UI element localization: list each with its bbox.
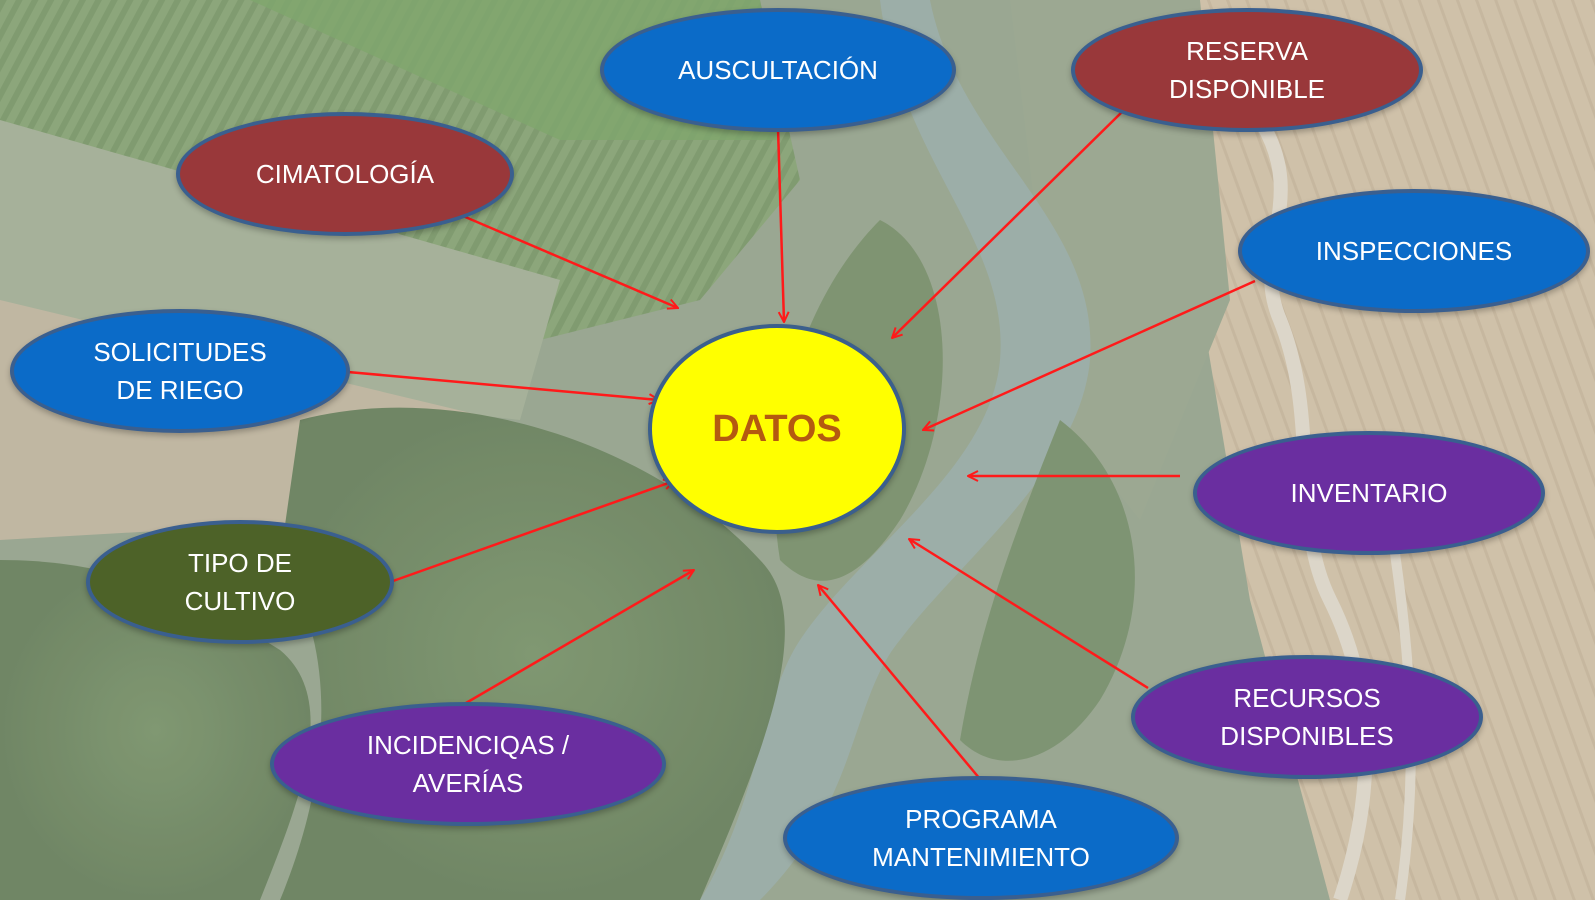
center-label: DATOS: [712, 408, 842, 450]
node-label: CIMATOLOGÍA: [255, 159, 435, 189]
node-label: RESERVA DISPONIBLE: [1168, 36, 1326, 104]
node-incidencias-averias: INCIDENCIQAS / AVERÍAS: [270, 702, 666, 826]
node-cimatologia: CIMATOLOGÍA: [176, 112, 514, 236]
node-label: INCIDENCIQAS / AVERÍAS: [366, 730, 570, 798]
node-programa-mantenimiento: PROGRAMA MANTENIMIENTO: [783, 776, 1179, 900]
node-reserva-disponible: RESERVA DISPONIBLE: [1071, 8, 1423, 132]
node-auscultacion: AUSCULTACIÓN: [600, 8, 956, 132]
node-label: INVENTARIO: [1290, 478, 1448, 508]
node-inventario: INVENTARIO: [1193, 431, 1545, 555]
node-label: AUSCULTACIÓN: [678, 55, 878, 85]
node-recursos-disponibles: RECURSOS DISPONIBLES: [1131, 655, 1483, 779]
node-label: SOLICITUDES DE RIEGO: [93, 337, 267, 405]
node-inspecciones: INSPECCIONES: [1238, 189, 1590, 313]
node-label: RECURSOS DISPONIBLES: [1220, 683, 1394, 751]
node-label: INSPECCIONES: [1315, 236, 1513, 266]
center-node-datos: DATOS: [648, 324, 906, 534]
node-tipo-de-cultivo: TIPO DE CULTIVO: [86, 520, 394, 644]
node-solicitudes-de-riego: SOLICITUDES DE RIEGO: [10, 309, 350, 433]
node-label: PROGRAMA MANTENIMIENTO: [872, 804, 1090, 872]
node-label: TIPO DE CULTIVO: [184, 548, 296, 616]
